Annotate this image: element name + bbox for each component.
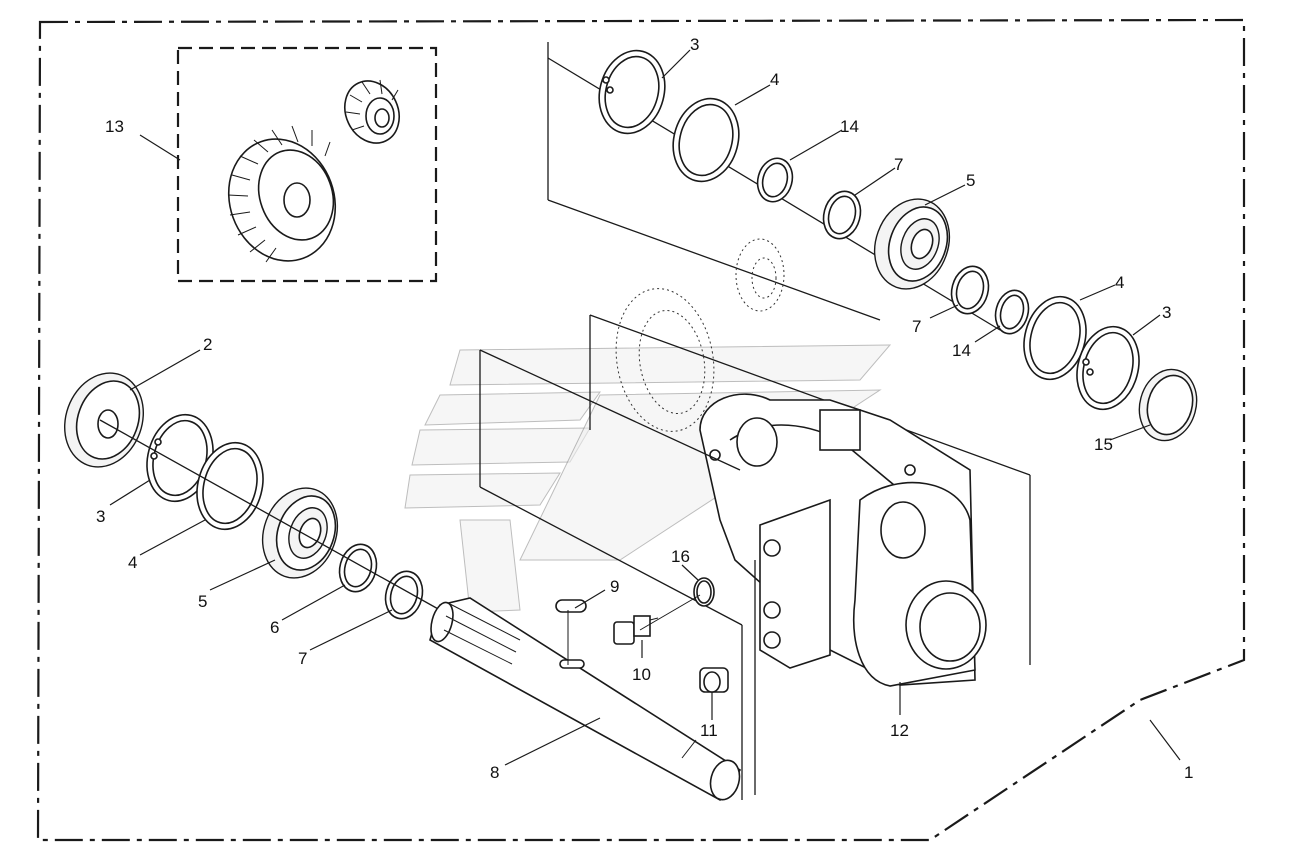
- seal-15: [1138, 368, 1198, 442]
- shim-6: [338, 543, 378, 593]
- callout-4: 4: [1115, 273, 1124, 292]
- callout-7: 7: [894, 155, 903, 174]
- callout-labels: 1 2 3 3 3 4 4 4 5 5 6 7 7 7 8 9 10 11 12…: [96, 35, 1193, 782]
- ghost-gears: [615, 238, 785, 432]
- leader-lines: [109, 49, 1181, 766]
- seal-2: [63, 372, 145, 468]
- callout-5: 5: [198, 592, 207, 611]
- callout-3: 3: [96, 507, 105, 526]
- shim-7-left: [384, 570, 424, 620]
- callout-12: 12: [890, 721, 909, 740]
- callout-11: 11: [700, 721, 718, 740]
- snap-ring-14-right: [994, 289, 1030, 335]
- washer-4-right: [1023, 295, 1087, 381]
- shim-7-right: [950, 265, 990, 315]
- callout-3: 3: [1162, 303, 1171, 322]
- callout-14: 14: [952, 341, 971, 360]
- callout-7: 7: [298, 649, 307, 668]
- snap-ring-3-right: [1076, 325, 1140, 411]
- breather-10: [613, 615, 659, 645]
- callout-16: 16: [671, 547, 690, 566]
- axis-left-stack: [99, 419, 441, 611]
- callout-4: 4: [770, 70, 779, 89]
- callout-13: 13: [105, 117, 124, 136]
- callout-1: 1: [1184, 763, 1193, 782]
- snap-ring-3-left: [146, 413, 214, 503]
- callout-8: 8: [490, 763, 499, 782]
- callout-7: 7: [912, 317, 921, 336]
- shaft-8: [429, 597, 742, 802]
- callout-9: 9: [610, 577, 619, 596]
- callout-4: 4: [128, 553, 137, 572]
- callout-15: 15: [1094, 435, 1113, 454]
- callout-3: 3: [690, 35, 699, 54]
- callout-5: 5: [966, 171, 975, 190]
- snap-ring-3-top: [598, 49, 666, 135]
- washer-4-top: [672, 97, 740, 183]
- plug-11: [699, 667, 729, 693]
- callout-14: 14: [840, 117, 859, 136]
- axis-lines-left: [479, 349, 756, 800]
- key-9: [555, 599, 587, 613]
- gearbox-housing-12: [699, 393, 987, 687]
- axis-breather: [639, 594, 701, 631]
- washer-4-left: [196, 441, 264, 531]
- callout-10: 10: [632, 665, 651, 684]
- bearing-5-top: [873, 198, 951, 290]
- callout-6: 6: [270, 618, 279, 637]
- o-ring-16: [693, 577, 715, 607]
- callout-2: 2: [203, 335, 212, 354]
- snap-ring-14-top: [756, 157, 794, 203]
- bearing-5-left: [261, 487, 339, 579]
- shim-7-top: [822, 190, 862, 240]
- gear-set-inset: [176, 46, 438, 283]
